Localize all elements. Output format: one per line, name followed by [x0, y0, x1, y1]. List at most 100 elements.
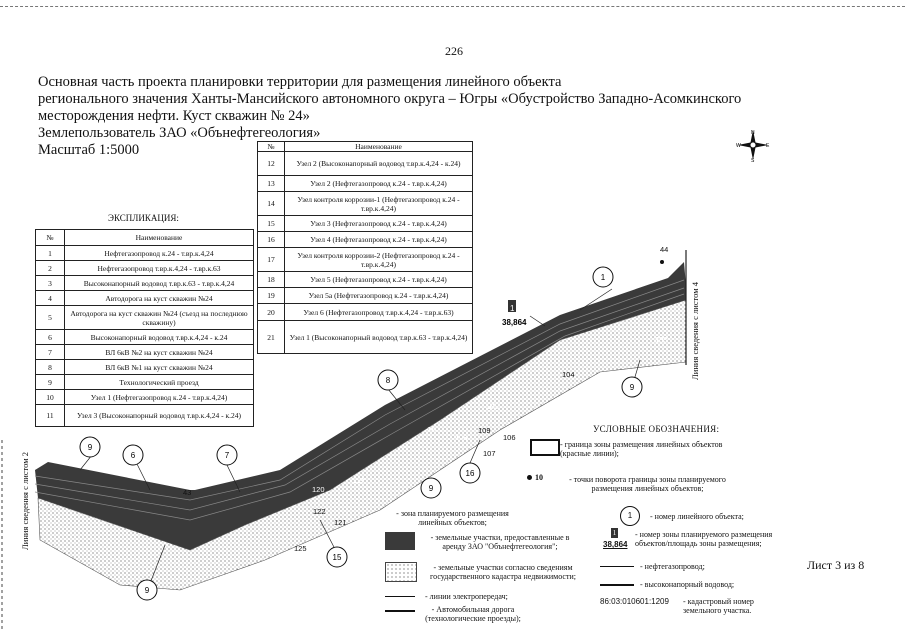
title-line: регионального значения Ханты-Мансийского… — [38, 91, 742, 107]
scale-label: Масштаб 1:5000 — [38, 142, 140, 158]
object-number-marker: 7 — [216, 444, 238, 466]
sheet-junction-label-left: Линия сведения с листом 2 — [20, 452, 30, 550]
point-label: 122 — [313, 507, 326, 516]
point-label: 103 — [655, 335, 668, 344]
object-number: 9 — [429, 484, 434, 493]
leased-land-area — [35, 262, 686, 550]
point-label: 107 — [483, 449, 496, 458]
legend-boundary-swatch — [530, 439, 560, 456]
object-number: 1 — [601, 273, 606, 282]
title-line: Основная часть проекта планировки террит… — [38, 74, 562, 90]
document-title: Основная часть проекта планировки террит… — [38, 74, 798, 159]
point-label: 44 — [660, 245, 668, 254]
turn-point-labels: 44 43 103 104 105 106 107 108 109 110 11… — [183, 245, 668, 553]
legend-zone-number: - номер зоны планируемого размещения объ… — [635, 530, 773, 548]
legend-turn-point-dot — [527, 475, 532, 480]
object-number: 9 — [630, 383, 635, 392]
point-label: 121 — [334, 518, 347, 527]
legend-boundary: - граница зоны размещения линейных объек… — [560, 440, 723, 458]
object-number: 15 — [333, 553, 342, 562]
legend-oil-gas-swatch — [600, 566, 634, 567]
compass-e: E — [766, 143, 770, 149]
legend-power-lines: - линии электропередач; — [425, 592, 508, 601]
object-number-marker: 8 — [377, 369, 399, 391]
object-number: 9 — [88, 443, 93, 452]
object-number-marker: 9 — [420, 477, 442, 499]
point-label: 119 — [352, 476, 364, 485]
compass-w: W — [736, 143, 741, 149]
legend-turn-points: - точки поворота границы зоны планируемо… — [569, 475, 726, 493]
legend-road-swatch — [385, 610, 415, 612]
object-markers: 1 9 6 7 8 9 16 15 9 9 — [79, 266, 643, 601]
zone-number-label: 1 — [510, 304, 515, 313]
row-name: Узел 3 (Высоконапорный водовод т.вр.к.4,… — [64, 404, 254, 427]
explication-caption: ЭКСПЛИКАЦИЯ: — [108, 213, 179, 223]
zone-area-label: 38,864 — [502, 318, 527, 327]
zone-number-marker — [508, 300, 516, 312]
legend-cadastral-text: - кадастровый номер земельного участка. — [683, 597, 754, 615]
row-number: 21 — [257, 320, 285, 354]
legend-turn-point-number: 10 — [535, 473, 543, 482]
legend-leased-swatch — [385, 532, 415, 550]
turn-point — [660, 260, 664, 264]
legend-object-number-symbol: 1 — [620, 506, 640, 526]
point-label: 105 — [486, 402, 499, 411]
compass-rose-icon: N S W E — [736, 130, 770, 163]
corridor-hatching — [34, 279, 685, 521]
legend-high-pressure-swatch — [600, 584, 634, 586]
legend-cadastre: - земельные участки согласно сведениям г… — [430, 563, 576, 581]
legend-title: УСЛОВНЫЕ ОБОЗНАЧЕНИЯ: — [593, 424, 720, 434]
point-label: 125 — [294, 544, 307, 553]
title-line: месторождения нефти. Куст скважин № 24» — [38, 108, 310, 124]
legend-power-line-swatch — [385, 596, 415, 597]
object-number: 6 — [131, 451, 136, 460]
point-label: 109 — [478, 426, 491, 435]
point-label: 120 — [312, 485, 325, 494]
legend-zone-area-symbol: 38,864 — [603, 540, 628, 549]
object-number-marker: 1 — [592, 266, 614, 288]
point-label: 110 — [427, 425, 439, 434]
compass-n: N — [751, 130, 755, 136]
object-number-marker: 9 — [621, 376, 643, 398]
legend-object-number: - номер линейного объекта; — [650, 512, 744, 521]
legend-cadastral-code: 86:03:010601:1209 — [600, 597, 669, 606]
legend-cadastre-swatch — [385, 562, 417, 582]
legend-leased: - земельные участки, предоставленные в а… — [430, 533, 570, 551]
object-number: 7 — [225, 451, 230, 460]
sheet-junction-label-right: Линия сведения с листом 4 — [690, 282, 700, 380]
object-number: 16 — [466, 469, 475, 478]
legend-oil-gas: - нефтегазопровод; — [640, 562, 705, 571]
point-label: 106 — [503, 433, 516, 442]
legend-zone-number-symbol: 1 — [611, 528, 618, 538]
sheet-number: Лист 3 из 8 — [807, 558, 865, 572]
point-label: 108 — [455, 433, 468, 442]
point-label: 104 — [562, 370, 575, 379]
object-number-marker: 9 — [136, 579, 158, 601]
object-number: 9 — [145, 586, 150, 595]
object-number-marker: 15 — [326, 546, 348, 568]
point-label: 43 — [183, 488, 191, 497]
page-top-border — [0, 6, 905, 7]
legend-high-pressure: - высоконапорный водовод; — [640, 580, 735, 589]
legend-planned-zone: - зона планируемого размещения линейных … — [396, 509, 509, 527]
object-number: 8 — [386, 376, 391, 385]
page-number: 226 — [445, 44, 463, 58]
object-number-marker: 6 — [122, 444, 144, 466]
legend-road: - Автомобильная дорога (технологические … — [425, 605, 521, 623]
land-user: Землепользователь ЗАО «Обънефтегеология» — [38, 125, 321, 141]
compass-s: S — [751, 158, 755, 163]
object-number-marker: 16 — [459, 462, 481, 484]
object-number-marker: 9 — [79, 436, 101, 458]
